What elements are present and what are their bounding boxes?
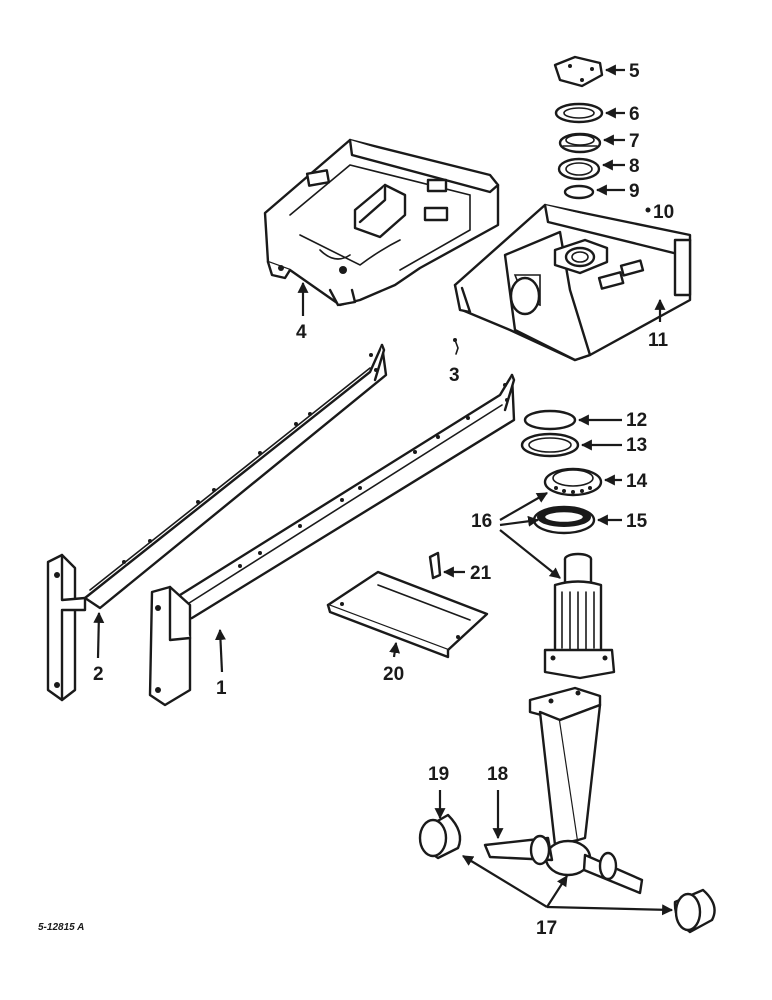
callout-1: 1 — [216, 678, 227, 699]
part-spindle-support — [543, 552, 616, 680]
part-shield-plate-20 — [326, 570, 489, 659]
callout-12: 12 — [626, 410, 647, 431]
callout-18: 18 — [487, 764, 508, 785]
callout-19: 19 — [428, 764, 449, 785]
callout-3: 3 — [449, 365, 460, 386]
callout-14: 14 — [626, 471, 648, 492]
callout-15: 15 — [626, 511, 648, 532]
callout-4: 4 — [296, 322, 307, 343]
callout-6: 6 — [629, 104, 640, 125]
callout-13: 13 — [626, 435, 647, 456]
callout-8: 8 — [629, 156, 640, 177]
callout-20: 20 — [383, 664, 404, 685]
callout-9: 9 — [629, 181, 640, 202]
callout-2: 2 — [93, 664, 104, 685]
callout-labels: 5 6 7 8 9 10 4 11 3 12 13 14 15 16 21 2 … — [38, 61, 674, 939]
part-axle-support-housing — [453, 203, 692, 362]
part-bearing-14 — [543, 467, 603, 497]
part-front-support-casting — [263, 138, 500, 307]
leader-lines — [93, 64, 674, 916]
part-bearing-cone-7 — [558, 132, 602, 154]
callout-21: 21 — [470, 563, 492, 584]
part-cap-plate — [553, 55, 604, 88]
part-ring-12 — [523, 409, 577, 431]
callout-10: 10 — [653, 202, 674, 223]
callout-17: 17 — [536, 918, 557, 939]
part-steering-knuckle — [483, 686, 644, 895]
part-bearing-cup-8 — [557, 157, 601, 181]
part-hub-seal-left — [418, 813, 462, 860]
callout-16: 16 — [471, 511, 492, 532]
part-clip-21 — [428, 551, 442, 580]
part-hub-seal-right — [673, 888, 716, 934]
part-pin-3 — [453, 338, 459, 355]
callout-5: 5 — [629, 61, 640, 82]
part-side-rail-1 — [148, 373, 516, 707]
part-small-fitting-10 — [645, 207, 651, 213]
drawing-code: 5-12815 A — [38, 922, 84, 933]
callout-7: 7 — [629, 131, 640, 152]
part-cup-13 — [520, 432, 580, 458]
part-snap-ring-9 — [563, 184, 595, 200]
part-seal-6 — [554, 102, 604, 124]
part-side-rail-2 — [46, 343, 388, 702]
part-seal-15 — [532, 505, 596, 535]
callout-11: 11 — [648, 330, 669, 351]
